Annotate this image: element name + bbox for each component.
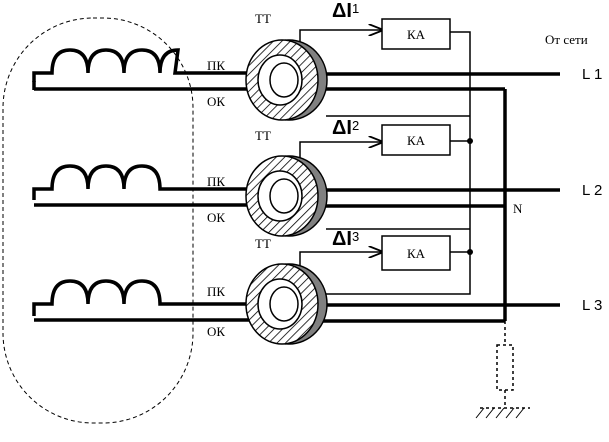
current-transformer	[245, 263, 328, 345]
relay-label: КА	[407, 133, 426, 148]
relay-box	[381, 235, 451, 271]
secondary-wire	[299, 142, 382, 158]
phase-3: ПК ОК ТТ ΔI3 КА L 3	[32, 228, 602, 345]
junction-dot	[467, 138, 473, 144]
phase-1: ПК ОК ТТ ΔI1 КА L 1	[32, 0, 602, 141]
ct-label: ТТ	[255, 11, 271, 26]
conductor-top-label: ПК	[207, 284, 225, 299]
line-label: L 3	[582, 297, 602, 314]
current-transformer	[245, 39, 328, 121]
source-label: От сети	[545, 32, 588, 47]
line-label: L 1	[582, 66, 602, 83]
ct-label: ТТ	[255, 128, 271, 143]
delta-current-label: ΔI2	[332, 117, 359, 139]
delta-current-label: ΔI1	[332, 0, 359, 22]
conductor-bottom-label: ОК	[207, 324, 225, 339]
conductor-bottom-label: ОК	[207, 94, 225, 109]
conductor-bottom-label: ОК	[207, 210, 225, 225]
motor-enclosure	[2, 17, 194, 424]
current-transformer	[245, 155, 328, 237]
conductor-top-label: ПК	[207, 174, 225, 189]
line-label: L 2	[582, 182, 602, 199]
relay-box	[381, 124, 451, 156]
winding-coil	[32, 164, 268, 200]
relay-label: КА	[407, 246, 426, 261]
winding-coil	[32, 279, 268, 316]
ground-connection	[475, 321, 530, 419]
phase-2: ПК ОК ТТ ΔI2 КА L 2	[32, 117, 602, 252]
winding-coil	[32, 48, 268, 82]
relay-return-wire	[450, 31, 471, 141]
relay-label: КА	[407, 27, 426, 42]
junction-dot	[467, 249, 473, 255]
ground-resistor	[496, 344, 514, 391]
relay-return-wire	[326, 251, 471, 295]
ct-label: ТТ	[255, 236, 271, 251]
delta-current-label: ΔI3	[332, 228, 359, 250]
conductor-top-label: ПК	[207, 58, 225, 73]
secondary-wire	[299, 30, 382, 42]
relay-return-wire	[450, 140, 471, 252]
relay-box	[381, 18, 451, 50]
neutral-label: N	[513, 201, 523, 216]
secondary-wire	[299, 252, 382, 266]
